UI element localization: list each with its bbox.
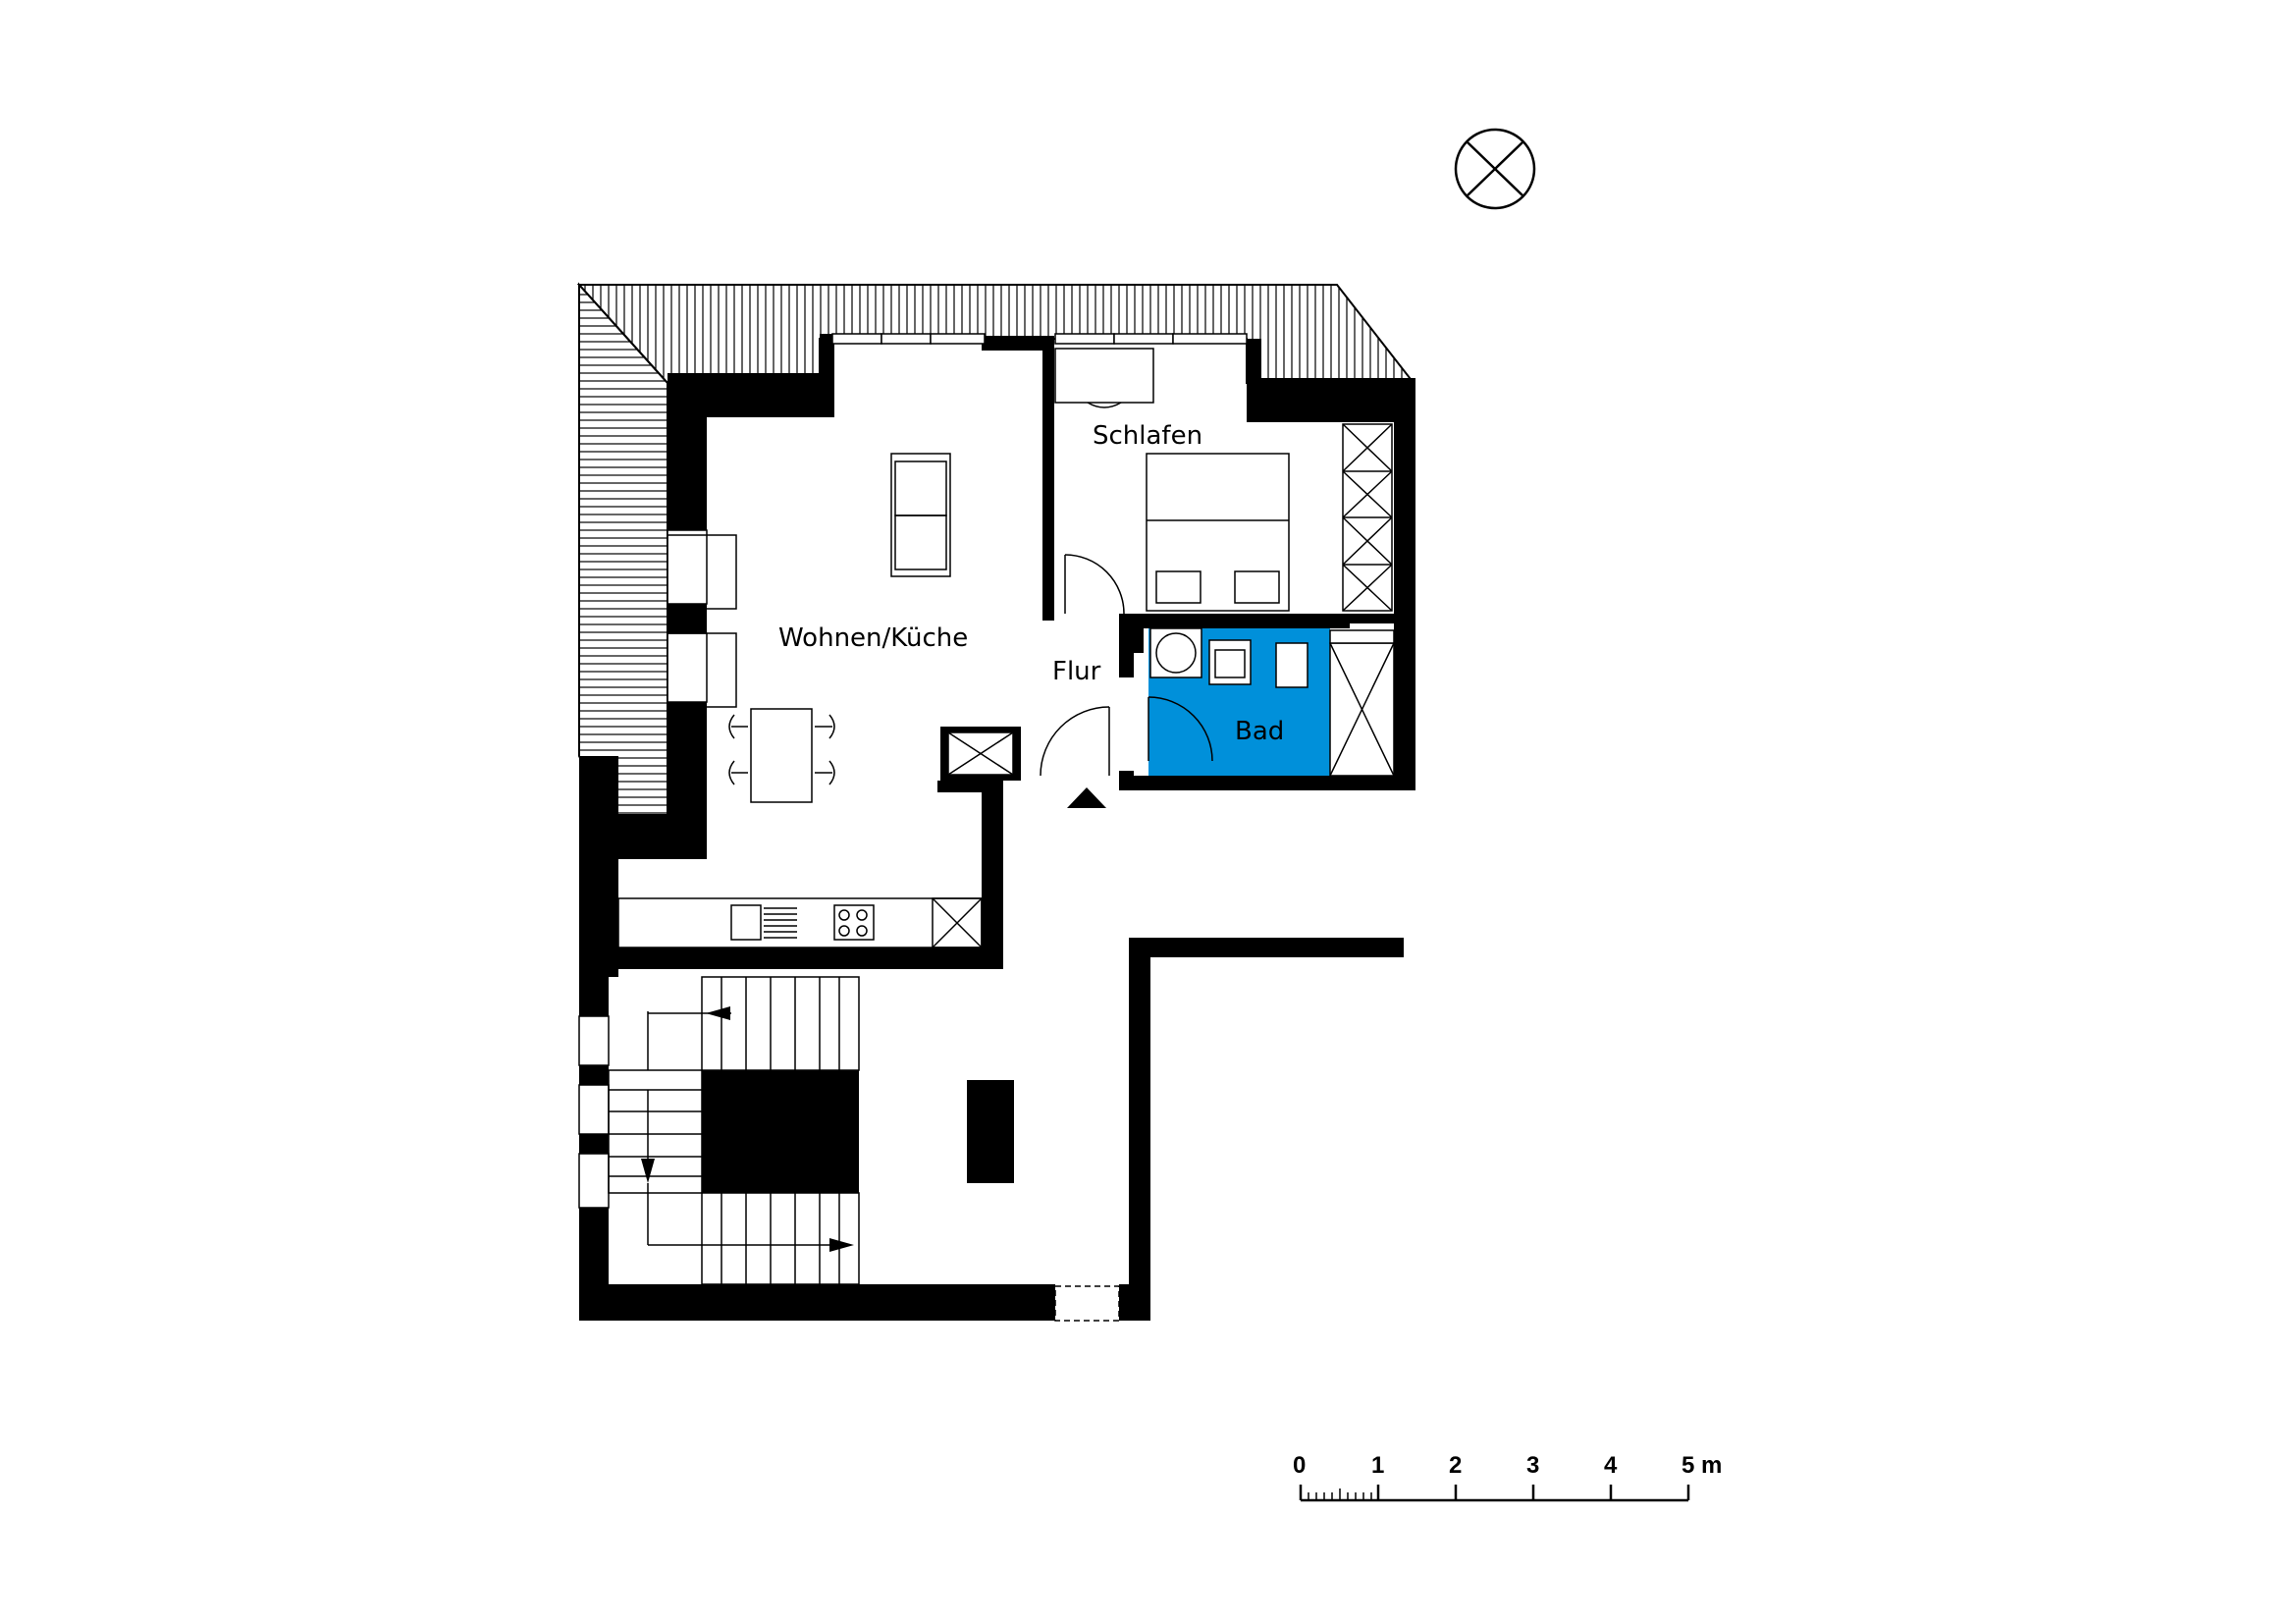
dining-table: [728, 708, 835, 803]
dormer-windows: [667, 534, 737, 708]
sofa: [890, 453, 951, 577]
north-compass-icon: [1454, 128, 1536, 210]
walls: [579, 334, 1415, 1321]
scale-tick-label: 4: [1604, 1452, 1618, 1479]
scale-tick-label: 3: [1526, 1452, 1539, 1479]
doors: [1040, 554, 1213, 777]
roof-eave-top: [576, 284, 1416, 384]
room-label-flur: Flur: [1052, 657, 1101, 686]
scale-tick-label: 1: [1371, 1452, 1384, 1479]
hall-cabinet: [940, 727, 1021, 781]
scale-bar: 0 1 2 3 4 5 m: [1293, 1452, 1722, 1502]
kitchen-counter: [617, 897, 983, 948]
entrance-arrow-icon: [1067, 787, 1106, 808]
bath-fixtures: [1149, 627, 1395, 777]
room-label-schlafen: Schlafen: [1093, 421, 1202, 451]
double-bed: [1146, 453, 1290, 612]
scale-tick-label: 2: [1449, 1452, 1462, 1479]
wardrobe: [1342, 423, 1393, 612]
room-label-wohnen-kueche: Wohnen/Küche: [778, 623, 968, 653]
room-label-bad: Bad: [1235, 717, 1284, 746]
staircase: [608, 976, 860, 1285]
scale-tick-label: 0: [1293, 1452, 1306, 1479]
scale-tick-label: 5 m: [1682, 1452, 1722, 1479]
desk: [1054, 348, 1154, 408]
